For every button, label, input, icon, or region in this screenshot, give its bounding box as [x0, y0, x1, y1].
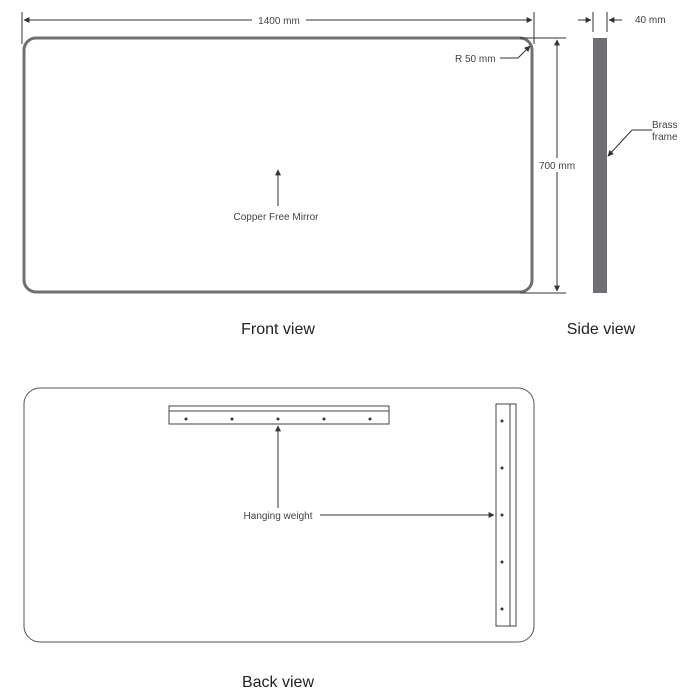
- front-view: 1400 mm Copper Free Mirror R 50 mm 700 m…: [21, 12, 579, 338]
- depth-label: 40 mm: [635, 15, 666, 26]
- side-view: 40 mm Brass frame Side view: [567, 12, 678, 338]
- front-view-title: Front view: [241, 321, 315, 338]
- horizontal-hanging-bracket: [168, 405, 390, 425]
- height-label: 700 mm: [539, 161, 575, 172]
- back-panel: [23, 387, 535, 643]
- width-label: 1400 mm: [258, 16, 300, 27]
- side-frame-profile: [593, 38, 607, 293]
- width-dimension: 1400 mm: [21, 12, 535, 44]
- radius-callout: R 50 mm: [455, 45, 531, 65]
- brass-frame-callout: Brass frame: [607, 120, 678, 157]
- vertical-hanging-bracket: [495, 403, 517, 627]
- side-view-title: Side view: [567, 321, 636, 338]
- back-view: Hanging weight Back view: [23, 387, 535, 691]
- back-view-title: Back view: [242, 674, 314, 691]
- mirror-frame: [22, 36, 534, 294]
- hanging-weight-label: Hanging weight: [244, 511, 313, 522]
- radius-label: R 50 mm: [455, 54, 496, 65]
- brass-label-line1: Brass: [652, 120, 678, 131]
- brass-label-line2: frame: [652, 132, 678, 143]
- hanging-weight-callout: Hanging weight: [244, 425, 495, 522]
- mirror-label: Copper Free Mirror: [233, 212, 319, 223]
- depth-dimension: 40 mm: [578, 12, 666, 32]
- height-dimension: 700 mm: [520, 37, 579, 294]
